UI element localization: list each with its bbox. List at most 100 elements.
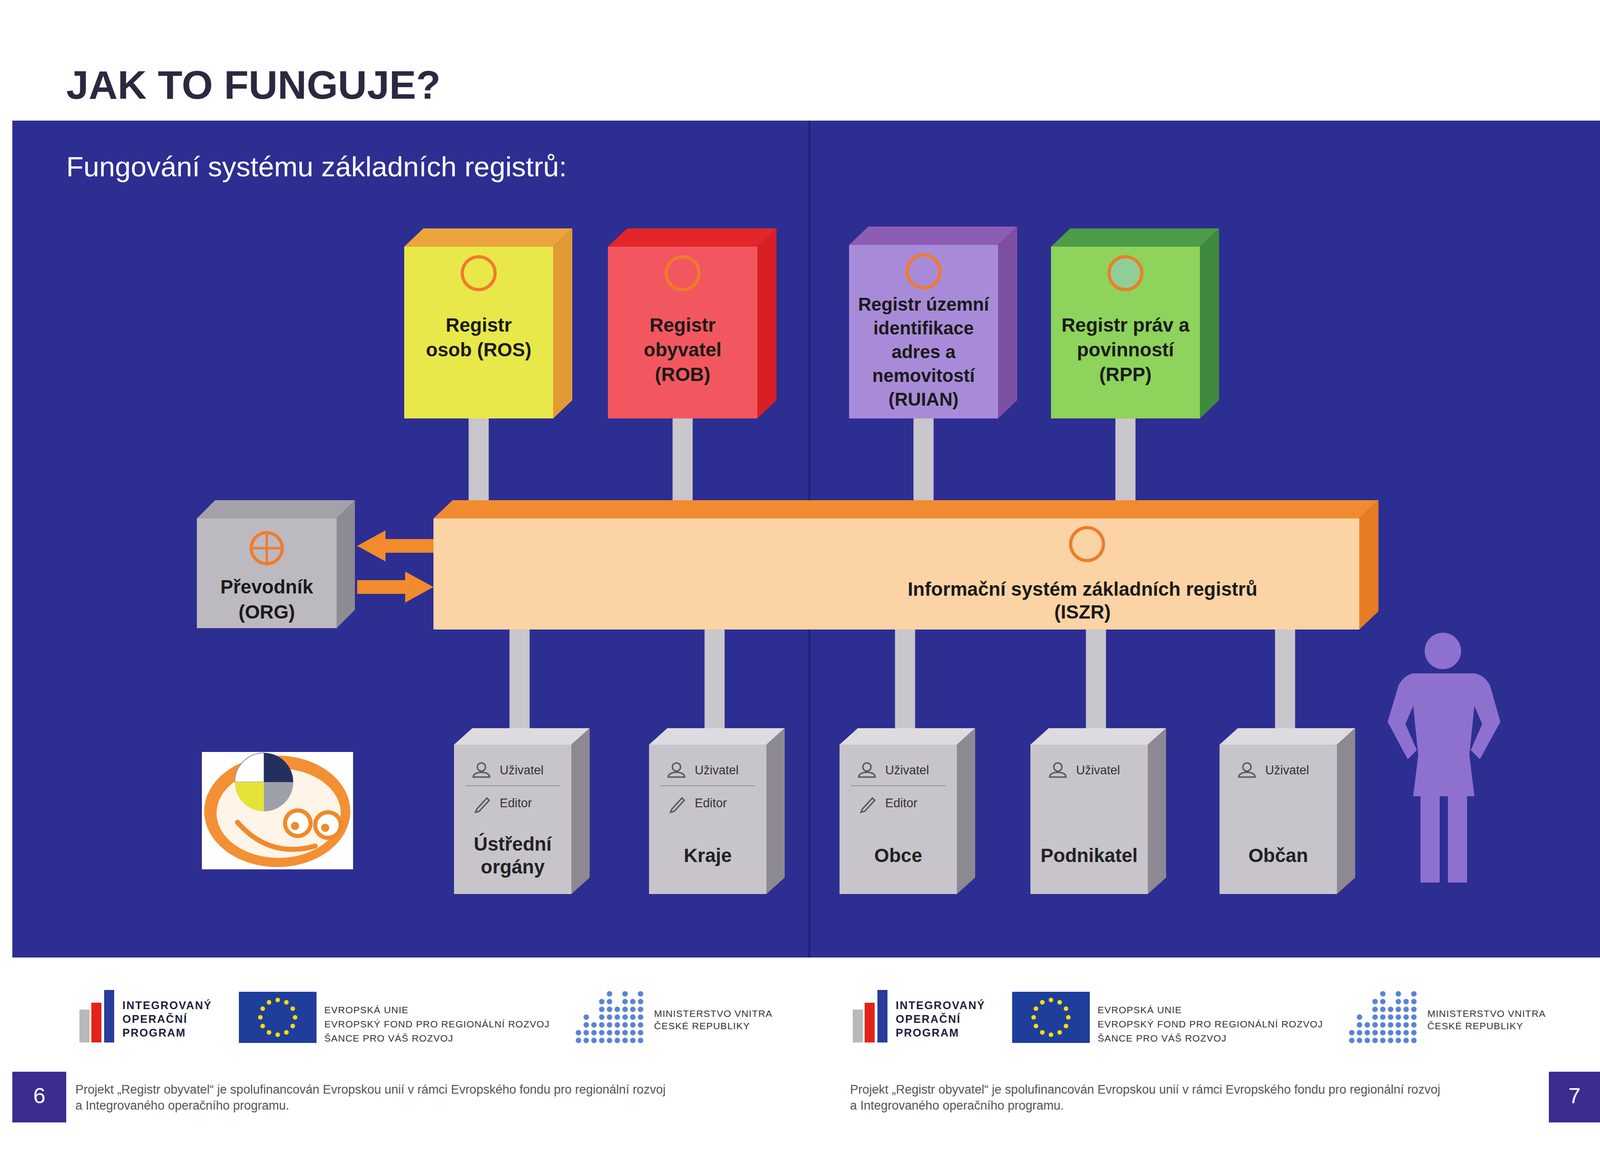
arrow-shaft: [357, 580, 407, 594]
top-face: [1050, 228, 1220, 247]
box-label: Ústřední orgány: [457, 832, 568, 879]
pencil-icon: [670, 797, 685, 813]
footer-note: Projekt „Registr obyvatel“ je spolufinan…: [75, 1081, 670, 1114]
page-number-box: [12, 1071, 67, 1123]
stem-line: [1086, 629, 1107, 745]
text-holder: Registr osob (ROS): [423, 312, 534, 363]
box-label: Obce: [843, 844, 954, 867]
box-3d-faces: [649, 728, 785, 894]
front-face: [404, 246, 554, 419]
top-face: [433, 500, 1379, 519]
side-face: [956, 728, 976, 894]
connector: [714, 629, 715, 745]
arrowhead: [405, 571, 434, 603]
box-3d-faces: [1030, 728, 1167, 894]
label-holder: Projekt „Registr obyvatel“ je spolufinan…: [75, 1081, 670, 1114]
system-band: Informační systém základních registrů (I…: [433, 518, 1360, 630]
logo-text: ŠANCE PRO VÁŠ ROZVOJ: [324, 1032, 454, 1044]
stem-line: [509, 629, 530, 745]
row-separator: [850, 785, 946, 787]
text-holder: Registr obyvatel (ROB): [628, 312, 738, 387]
row-holder: Uživatel: [1076, 760, 1120, 780]
box-label: Kraje: [652, 844, 763, 867]
user-role: Uživatel: [694, 760, 739, 780]
front-face: [433, 518, 1360, 630]
front-face: [1050, 246, 1200, 419]
register-box: Registr obyvatel (ROB): [607, 246, 758, 419]
side-face: [766, 728, 785, 894]
side-face: [757, 228, 777, 419]
text-holder: Registr územní identifikace adres a nemo…: [851, 292, 996, 412]
top-face: [607, 228, 777, 247]
title-holder: JAK TO FUNGUJE?: [66, 63, 441, 108]
ring-marker: [666, 256, 700, 290]
label-holder: EVROPSKÝ FOND PRO REGIONÁLNÍ ROZVOJ: [1097, 1018, 1324, 1030]
arrow-shaft: [384, 538, 434, 553]
user-box: UživatelEditorObce: [839, 744, 957, 894]
page-number-box: [1548, 1071, 1600, 1123]
user-icon: [862, 762, 872, 771]
front-face: [839, 744, 957, 894]
user-icon: [1242, 762, 1252, 771]
crosshair-line: [265, 532, 269, 564]
node-label: Registr územní identifikace adres a nemo…: [851, 292, 996, 412]
user-icon: [1238, 772, 1256, 778]
label-holder: Fungování systému základních registrů:: [66, 149, 567, 184]
page-title: JAK TO FUNGUJE?: [66, 63, 441, 108]
node-label: Registr obyvatel (ROB): [628, 312, 738, 387]
row-separator: [465, 785, 560, 787]
label-holder: EVROPSKÁ UNIE: [324, 1003, 409, 1016]
side-face: [1359, 500, 1379, 630]
label-holder: 7: [1548, 1082, 1600, 1109]
person-figure: [1387, 632, 1501, 883]
side-face: [1147, 728, 1167, 894]
row-holder: Editor: [694, 793, 728, 813]
label-holder: ŠANCE PRO VÁŠ ROZVOJ: [324, 1032, 454, 1044]
converter-box: Převodník (ORG): [196, 518, 337, 629]
box-3d-faces: [839, 728, 976, 894]
page-number: 6: [12, 1082, 67, 1109]
label-holder: ŠANCE PRO VÁŠ ROZVOJ: [1097, 1032, 1227, 1044]
front-face: [649, 744, 767, 894]
text-holder: Převodník (ORG): [200, 574, 333, 625]
side-face: [998, 226, 1018, 419]
label-holder: Obce: [843, 822, 954, 889]
label-holder: Podnikatel: [1034, 822, 1145, 889]
top-face: [849, 226, 1018, 245]
stem-line: [895, 629, 916, 745]
side-face: [1199, 228, 1220, 419]
logo-text: EVROPSKÝ FOND PRO REGIONÁLNÍ ROZVOJ: [1097, 1018, 1324, 1030]
label-holder: EVROPSKÝ FOND PRO REGIONÁLNÍ ROZVOJ: [324, 1018, 550, 1030]
text-holder: Informační systém základních registrů (I…: [890, 577, 1275, 624]
label-holder: Projekt „Registr obyvatel“ je spolufinan…: [850, 1081, 1444, 1114]
row-holder: Uživatel: [499, 760, 544, 780]
pencil-icon: [860, 797, 875, 813]
node-label: Informační systém základních registrů (I…: [890, 577, 1275, 624]
connector: [1095, 629, 1097, 745]
top-face: [1219, 728, 1356, 745]
side-face: [571, 728, 590, 894]
side-face: [1336, 728, 1356, 894]
user-role: Editor: [885, 793, 918, 813]
logo-text: MINISTERSTVO VNITRA ČESKÉ REPUBLIKY: [1427, 1007, 1560, 1033]
logo-text: ŠANCE PRO VÁŠ ROZVOJ: [1097, 1032, 1227, 1044]
pencil-icon: [475, 797, 490, 813]
stem-line: [1275, 629, 1296, 745]
ring-marker: [907, 254, 940, 288]
user-icon: [672, 762, 681, 771]
logo-text: INTEGROVANÝ OPERAČNÍ PROGRAM: [895, 998, 1001, 1040]
subtitle: Fungování systému základních registrů:: [66, 149, 567, 184]
row-holder: Uživatel: [1265, 760, 1310, 780]
label-holder: EVROPSKÁ UNIE: [1097, 1003, 1183, 1016]
logo-text: EVROPSKÁ UNIE: [1097, 1003, 1183, 1016]
text-holder: Registr práv a povinností (RPP): [1054, 312, 1197, 387]
arrowhead: [357, 530, 386, 562]
box-3d-faces: [1219, 728, 1356, 894]
user-role: Uživatel: [885, 760, 930, 780]
user-role: Uživatel: [499, 760, 544, 780]
user-role: Uživatel: [1076, 760, 1120, 780]
logo-text: MINISTERSTVO VNITRA ČESKÉ REPUBLIKY: [654, 1007, 787, 1033]
label-holder: Ústřední orgány: [457, 822, 568, 889]
front-face: [607, 246, 758, 419]
